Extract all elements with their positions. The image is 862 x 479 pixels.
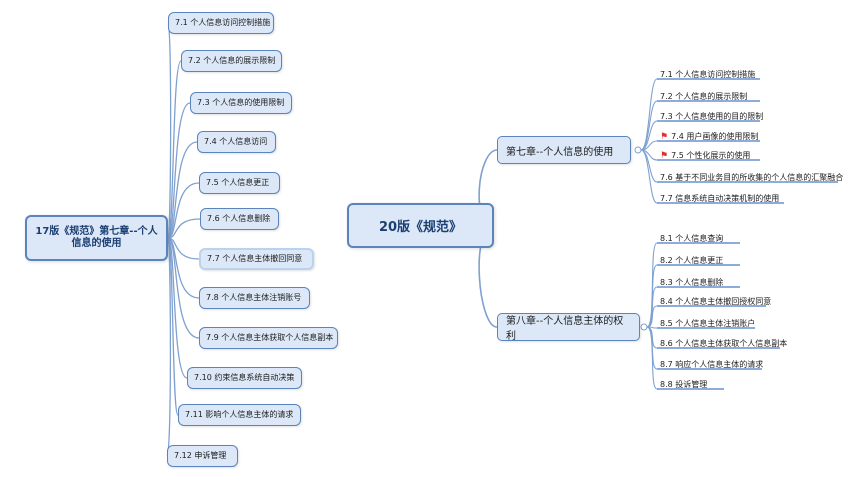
right-leaf-item[interactable]: 7.6 基于不同业务目的所收集的个人信息的汇聚融合 [660, 172, 843, 184]
left-topic-node[interactable]: 7.6 个人信息删除 [200, 208, 279, 230]
connector-line [167, 141, 198, 239]
left-topic-node[interactable]: 7.8 个人信息主体注销账号 [199, 287, 310, 309]
collapse-toggle-icon[interactable] [640, 323, 648, 331]
left-topic-node[interactable]: 7.5 个人信息更正 [199, 172, 280, 194]
connector-line [167, 102, 191, 239]
right-leaf-item[interactable]: 7.3 个人信息使用的目的限制 [660, 111, 763, 123]
right-leaf-label: 8.8 投诉管理 [660, 380, 708, 389]
right-leaf-label: 7.4 用户画像的使用限制 [671, 132, 759, 141]
right-root-node[interactable]: 20版《规范》 [347, 203, 494, 248]
right-leaf-label: 7.2 个人信息的展示限制 [660, 92, 748, 101]
connector-line [646, 326, 658, 390]
right-leaf-item[interactable]: 8.3 个人信息删除 [660, 277, 723, 289]
right-leaf-item[interactable]: 7.7 信息系统自动决策机制的使用 [660, 193, 779, 205]
right-leaf-item[interactable]: ⚑7.4 用户画像的使用限制 [660, 131, 758, 143]
right-leaf-item[interactable]: 7.1 个人信息访问控制措施 [660, 69, 755, 81]
chapter-7-label: 第七章--个人信息的使用 [506, 146, 614, 158]
right-leaf-item[interactable]: 8.2 个人信息更正 [660, 255, 723, 267]
chapter-8-label: 第八章--个人信息主体的权利 [506, 316, 624, 342]
right-leaf-label: 8.2 个人信息更正 [660, 256, 724, 265]
right-leaf-label: 8.4 个人信息主体撤回授权同意 [660, 297, 772, 306]
right-leaf-label: 8.6 个人信息主体获取个人信息副本 [660, 339, 788, 348]
chapter-8-node[interactable]: 第八章--个人信息主体的权利 [497, 313, 640, 342]
right-leaf-label: 7.7 信息系统自动决策机制的使用 [660, 194, 780, 203]
right-leaf-item[interactable]: 8.6 个人信息主体获取个人信息副本 [660, 338, 787, 350]
connector-line [167, 237, 179, 416]
connector-line [640, 120, 658, 151]
right-leaf-item[interactable]: 8.1 个人信息查询 [660, 233, 723, 245]
left-topic-node[interactable]: 7.10 约束信息系统自动决策 [187, 367, 302, 389]
right-leaf-item[interactable]: 8.5 个人信息主体注销账户 [660, 318, 755, 330]
red-flag-icon: ⚑ [660, 132, 669, 142]
connector-line [167, 218, 201, 239]
connector-line [166, 237, 172, 457]
red-flag-icon: ⚑ [660, 151, 669, 161]
right-leaf-label: 8.7 响应个人信息主体的请求 [660, 360, 764, 369]
right-root-label: 20版《规范》 [378, 220, 463, 235]
connector-line [646, 264, 658, 328]
right-leaf-label: 7.1 个人信息访问控制措施 [660, 70, 756, 79]
connector-line [640, 149, 658, 204]
collapse-toggle-icon[interactable] [634, 146, 642, 154]
right-leaf-item[interactable]: 8.7 响应个人信息主体的请求 [660, 359, 763, 371]
right-leaf-label: 8.5 个人信息主体注销账户 [660, 319, 756, 328]
left-topic-node[interactable]: 7.3 个人信息的使用限制 [190, 92, 292, 114]
left-topic-node[interactable]: 7.7 个人信息主体撤回同意 [199, 248, 314, 270]
right-leaf-label: 7.3 个人信息使用的目的限制 [660, 112, 764, 121]
left-topic-node[interactable]: 7.4 个人信息访问 [197, 131, 276, 153]
left-root-node[interactable]: 17版《规范》第七章--个人信息的使用 [25, 215, 168, 261]
right-leaf-label: 7.6 基于不同业务目的所收集的个人信息的汇聚融合 [660, 173, 844, 182]
right-leaf-item[interactable]: 8.8 投诉管理 [660, 379, 707, 391]
connector-line [167, 22, 172, 239]
left-root-label: 17版《规范》第七章--个人信息的使用 [35, 226, 158, 249]
connector-line [167, 237, 200, 339]
connector-line [640, 100, 658, 151]
right-leaf-label: 8.1 个人信息查询 [660, 234, 724, 243]
right-leaf-label: 7.5 个性化展示的使用 [671, 151, 751, 160]
connector-line [167, 60, 182, 239]
left-topic-node[interactable]: 7.2 个人信息的展示限制 [181, 50, 282, 72]
right-leaf-item[interactable]: 8.4 个人信息主体撤回授权同意 [660, 296, 771, 308]
connector-line [646, 286, 658, 328]
left-topic-node[interactable]: 7.11 影响个人信息主体的请求 [178, 404, 301, 426]
right-leaf-item[interactable]: 7.2 个人信息的展示限制 [660, 91, 747, 103]
chapter-7-node[interactable]: 第七章--个人信息的使用 [497, 136, 631, 164]
right-leaf-label: 8.3 个人信息删除 [660, 278, 724, 287]
left-topic-node[interactable]: 7.9 个人信息主体获取个人信息副本 [199, 327, 338, 349]
connector-line [167, 182, 200, 239]
connector-line [640, 78, 658, 151]
left-topic-node[interactable]: 7.12 申诉管理 [167, 445, 238, 467]
left-topic-node[interactable]: 7.1 个人信息访问控制措施 [168, 12, 274, 34]
connector-line [646, 305, 658, 328]
connector-line [167, 237, 188, 379]
right-leaf-item[interactable]: ⚑7.5 个性化展示的使用 [660, 150, 750, 162]
